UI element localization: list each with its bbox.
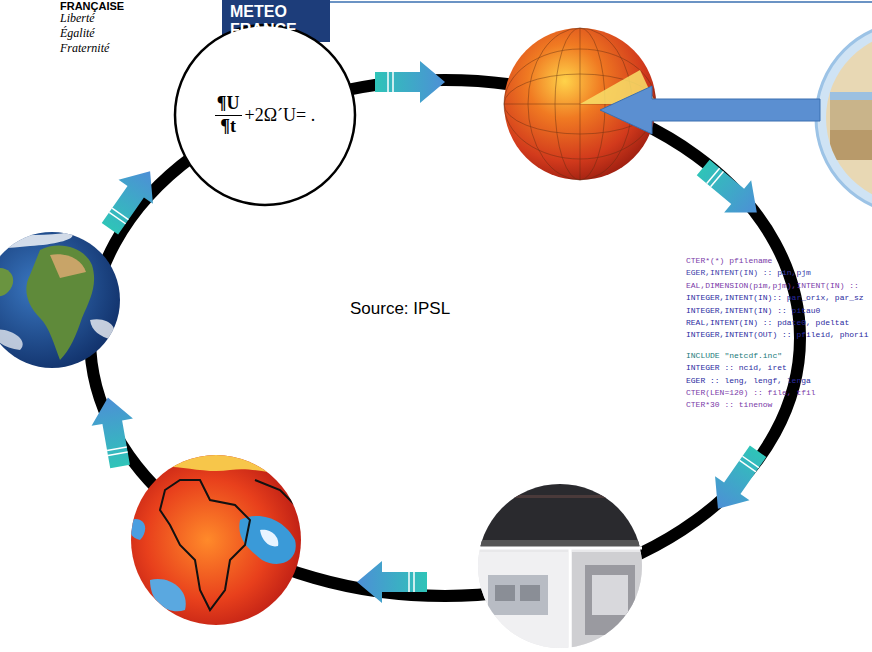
equation-term: +2Ω´U= . (245, 105, 316, 126)
code-line: INTEGER,INTENT(IN):: par_orix, par_sz (686, 293, 864, 302)
logo-text: FRANCE (230, 21, 297, 39)
code-line: EGER,INTENT(IN) :: pin,pjm (686, 268, 811, 277)
equation: ¶U¶t+2Ω´U= . (173, 23, 357, 207)
motto-word: Fraternité (60, 42, 109, 56)
code-line: CTER(LEN=120) :: file, tfil (686, 388, 816, 397)
motto-word: Égalité (60, 27, 95, 41)
logo-text: METEO (230, 3, 287, 21)
code-line: INTEGER,INTENT(OUT) :: pfileid, phorii (686, 330, 868, 339)
code-line: INTEGER :: ncid, iret (686, 363, 787, 372)
motto-word: Liberté (60, 12, 95, 26)
source-note: Source: IPSL (350, 299, 450, 319)
fraction: ¶U¶t (215, 93, 242, 137)
denominator: ¶t (218, 116, 238, 138)
code-line: INCLUDE "netcdf.inc" (686, 351, 782, 360)
code-line: CTER*30 :: tinenow (686, 400, 772, 409)
code-line: INTEGER,INTENT(IN) :: pitau0 (686, 306, 820, 315)
logo-text: FRANÇAISE (60, 0, 124, 13)
equation-circle: ¶U¶t+2Ω´U= . (173, 23, 357, 207)
code-line: EGER :: leng, lengf, lenga (686, 376, 811, 385)
logo-block (222, 0, 330, 42)
code-line: CTER*(*) pfilename (686, 256, 772, 265)
numerator: ¶U (215, 93, 242, 116)
code-line: EAL,DIMENSION(pim,pjm),INTENT(IN) :: (686, 281, 859, 290)
code-line: REAL,INTENT(IN) :: pdate0, pdeltat (686, 318, 849, 327)
